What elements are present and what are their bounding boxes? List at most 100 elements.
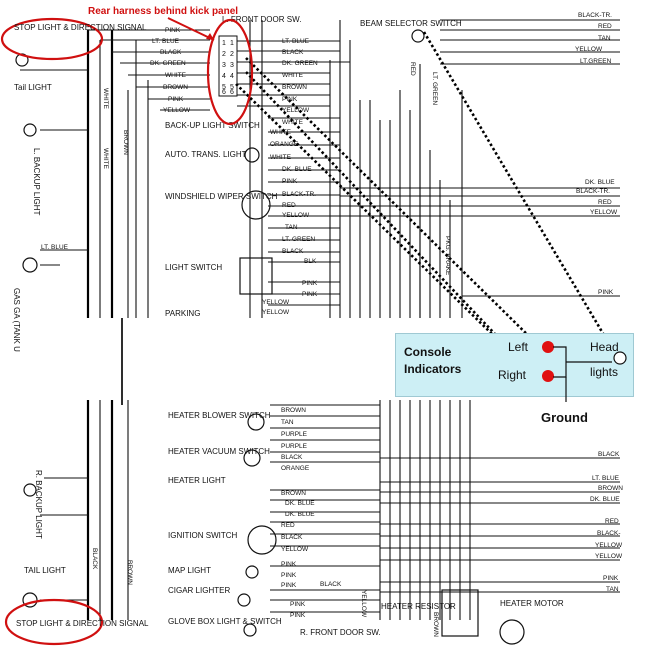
headlights-label-line2: lights [590,365,619,379]
label-tail-light-bottom: TAIL LIGHT [24,566,66,575]
wire-label: BLACK-TR. [576,188,610,195]
console-right-label: Right [498,368,527,382]
wire-label: WHITE [165,72,187,79]
wire-label: RED [282,202,296,209]
wire-labels-vertical: WHITE BROWN WHITE RED LT. GREEN BLACK BR… [91,62,451,637]
label-beam-selector: BEAM SELECTOR SWITCH [360,19,462,28]
wire-label: BROWN [122,130,129,155]
wire-label: DK. GREEN [282,60,318,67]
wire-labels-top-left: PINK LT. BLUE BLACK DK. GREEN WHITE BROW… [150,27,191,114]
wire-label: BROWN [281,490,306,497]
label-heater-light: HEATER LIGHT [168,476,226,485]
wire-label: LT. GREEN [431,72,438,105]
wire-label: LT.GREEN [580,58,612,65]
label-gas-gauge: GAS GA (TANK U [12,288,21,352]
pin-1b: 1 [230,40,234,47]
component-label-pkg-brake: PKG. BRAKE [444,236,451,276]
wire-label: BROWN [282,84,307,91]
wire-label: WHITE [270,129,292,136]
wire-label: BLK [304,258,317,265]
wire-label: YELLOW [360,590,367,618]
headlights-label-line1: Head [590,340,619,354]
console-title-line1: Console [404,345,452,359]
component-labels: L. FRONT DOOR SW. BEAM SELECTOR SWITCH T… [12,15,564,637]
wire-label: PINK [281,561,297,568]
wire-label: YELLOW [575,46,603,53]
stop-light-top-label: STOP LIGHT & DIRECTION SIGNAL [14,23,147,32]
connector-pins: 1 1 2 2 3 3 4 4 5 5 6 6 [222,40,234,96]
wire-label: PURPLE [281,443,308,450]
wire-label: PINK [302,291,318,298]
wire-labels-center: LT. BLUE BLACK DK. GREEN WHITE BROWN PIN… [262,38,318,316]
wire-label: BLACK [91,548,98,570]
wire-label: PINK [302,280,318,287]
wire-label: RED [598,199,612,206]
wire-label: WHITE [282,119,304,126]
wire-label: YELLOW [282,212,310,219]
ground-label: Ground [541,410,588,425]
label-backup-switch: BACK-UP LIGHT SWITCH [165,121,260,130]
wire-label: RED [281,522,295,529]
label-wiper: WINDSHIELD WIPER SWITCH [165,192,278,201]
wire-label: PINK [282,178,298,185]
wire-labels-lower: BROWN TAN PURPLE PURPLE BLACK ORANGE BRO… [281,407,623,619]
label-light-switch: LIGHT SWITCH [165,263,222,272]
wire-label: DK. BLUE [285,511,315,518]
wire-label: BROWN [281,407,306,414]
wire-label: TAN [281,419,294,426]
wire-label: TAN [598,35,611,42]
pin-6: 6 [222,89,226,96]
wire-label: BLACK [160,49,182,56]
label-r-backup: R. BACKUP LIGHT [34,470,43,539]
label-ignition: IGNITION SWITCH [168,531,238,540]
console-title-line2: Indicators [404,362,462,376]
wire-label: BLACK- [597,530,620,537]
wire-label: BROWN [126,560,133,585]
wire-label: BROWN [598,485,623,492]
pin-6b: 6 [230,89,234,96]
wire-label: PINK [281,582,297,589]
wire-label: RED [598,23,612,30]
wire-label: LT. GREEN [282,236,315,243]
pin-4b: 4 [230,73,234,80]
pin-5b: 5 [230,84,234,91]
wire-label: WHITE [102,148,109,170]
wire-label: PINK [168,96,184,103]
label-auto-trans: AUTO. TRANS. LIGHT [165,150,247,159]
wire-label: PINK [603,575,619,582]
label-r-front-door: R. FRONT DOOR SW. [300,628,381,637]
wire-label: DK. BLUE [585,179,615,186]
wire-label: BLACK-TR. [282,191,316,198]
red-annotations: Rear harness behind kick panel STOP LIGH… [0,6,254,646]
wire-label: YELLOW [595,553,623,560]
wire-label: LT. BLUE [282,38,310,45]
wire-label: YELLOW [595,542,623,549]
wire-label: YELLOW [262,299,290,306]
wire-label: BROWN [163,84,188,91]
label-heater-motor: HEATER MOTOR [500,599,564,608]
label-tail-light-top: Tail LIGHT [14,83,52,92]
wire-label: WHITE [282,72,304,79]
wire-label: BLACK-TR. [578,12,612,19]
highlight-stop-light-top [0,17,104,61]
label-heater-vacuum: HEATER VACUUM SWITCH [168,447,270,456]
wire-label: DK. GREEN [150,60,186,67]
right-indicator-dot [542,370,554,382]
wire-label: PURPLE [281,431,308,438]
highlight-stop-light-bottom [4,598,104,646]
wire-label: YELLOW [282,107,310,114]
wire-label: LT. BLUE [592,475,620,482]
wire-label: ORANGE [281,465,310,472]
label-glove-box: GLOVE BOX LIGHT & SWITCH [168,617,282,626]
wire-label: TAN [285,224,298,231]
rear-harness-label: Rear harness behind kick panel [88,6,238,17]
wire-label: PINK [290,612,306,619]
wire-label: PINK [598,289,614,296]
wire-label: WHITE [270,154,292,161]
wire-label: PINK [165,27,181,34]
wire-label: TAN [606,586,619,593]
label-front-door-sw: L. FRONT DOOR SW. [222,15,301,24]
wire-label: ORANGE [270,141,299,148]
wire-label: BLACK [320,581,342,588]
label-heater-resistor: HEATER RESISTOR [381,602,456,611]
